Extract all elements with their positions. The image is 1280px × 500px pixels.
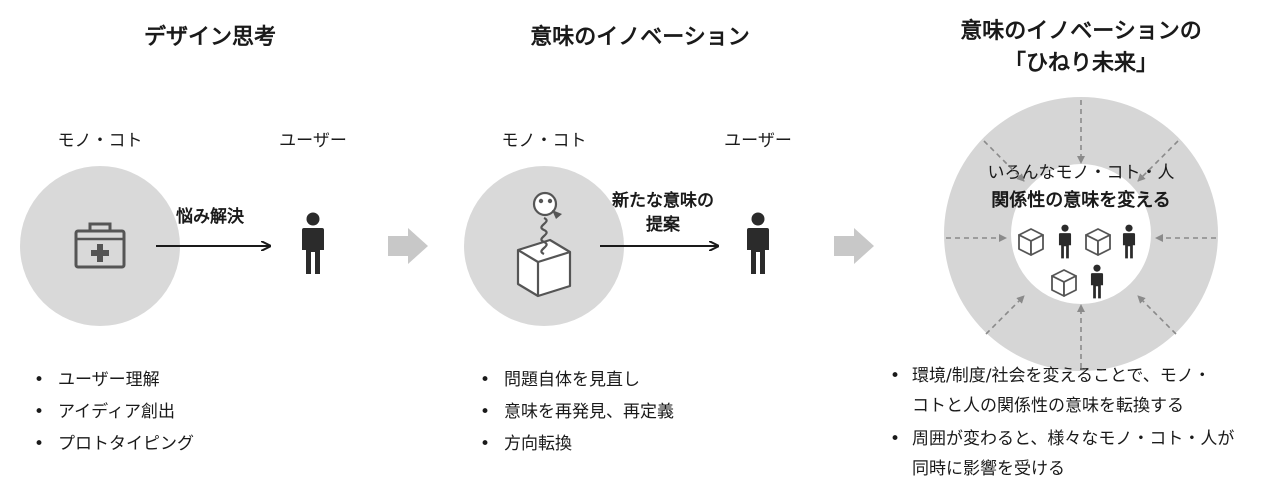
col2-bullet-1-marker: • xyxy=(480,370,490,390)
dashed-arrow xyxy=(983,140,1025,182)
person-icon xyxy=(1058,224,1072,259)
col2-bullet-2: 意味を再発見、再定義 xyxy=(504,402,674,422)
col3-bullet-2-line-1: 周囲が変わると、様々なモノ・コト・人が xyxy=(912,429,1234,449)
transition-arrow-1 xyxy=(388,228,428,264)
col2-right-label: ユーザー xyxy=(724,131,792,151)
col2-action-line-2: 提案 xyxy=(646,214,681,235)
transition-arrow-2 xyxy=(834,228,874,264)
col2-title: 意味のイノベーション xyxy=(530,24,750,50)
col1-action-line-1: 悩み解決 xyxy=(176,206,245,227)
dashed-arrow xyxy=(1137,140,1179,182)
box-icon xyxy=(1051,269,1077,297)
person-icon xyxy=(747,212,769,274)
col1-bullet-3: プロトタイピング xyxy=(58,434,194,454)
col2-bullet-1: 問題自体を見直し xyxy=(504,370,640,390)
col3-bullet-2-marker: • xyxy=(890,429,900,449)
col1-bullet-1: ユーザー理解 xyxy=(58,370,160,390)
col2-left-label: モノ・コト xyxy=(502,131,587,151)
col1-bullet-1-marker: • xyxy=(34,370,44,390)
col1-bullet-2: アイディア創出 xyxy=(58,401,175,422)
jack-in-the-box-icon xyxy=(516,191,572,298)
col1-bullet-2-marker: • xyxy=(34,402,44,422)
col3-title-line-2: 「ひねり未来」 xyxy=(1004,51,1158,76)
dashed-arrows xyxy=(946,100,1216,368)
person-icon xyxy=(1122,224,1136,259)
col1-title: デザイン思考 xyxy=(144,24,276,50)
col2-bullet-3-marker: • xyxy=(480,434,490,454)
col3-title-line-1: 意味のイノベーションの xyxy=(960,18,1202,44)
ring-line-1: いろんなモノ・コト・人 xyxy=(988,163,1175,183)
col1-left-label: モノ・コト xyxy=(58,131,143,151)
person-icon xyxy=(1090,264,1104,299)
col2-bullet-2-marker: • xyxy=(480,402,490,422)
col2-action-line-1: 新たな意味の xyxy=(612,190,714,211)
box-icon xyxy=(1085,228,1111,256)
person-icon xyxy=(302,212,324,274)
environment-ring xyxy=(944,97,1218,371)
box-icon xyxy=(1018,228,1044,256)
col1-right-label: ユーザー xyxy=(279,131,347,151)
col3-bullet-2-line-2: 同時に影響を受ける xyxy=(912,459,1065,479)
col2-bullet-3: 方向転換 xyxy=(504,434,572,454)
ring-line-2: 関係性の意味を変える xyxy=(991,189,1170,211)
col3-bullet-1-marker: • xyxy=(890,366,900,386)
col1-bullet-3-marker: • xyxy=(34,434,44,454)
first-aid-kit-icon xyxy=(74,222,126,269)
col3-bullet-1-line-1: 環境/制度/社会を変えることで、モノ・ xyxy=(912,366,1211,386)
col3-bullet-1-line-2: コトと人の関係性の意味を転換する xyxy=(912,396,1184,416)
